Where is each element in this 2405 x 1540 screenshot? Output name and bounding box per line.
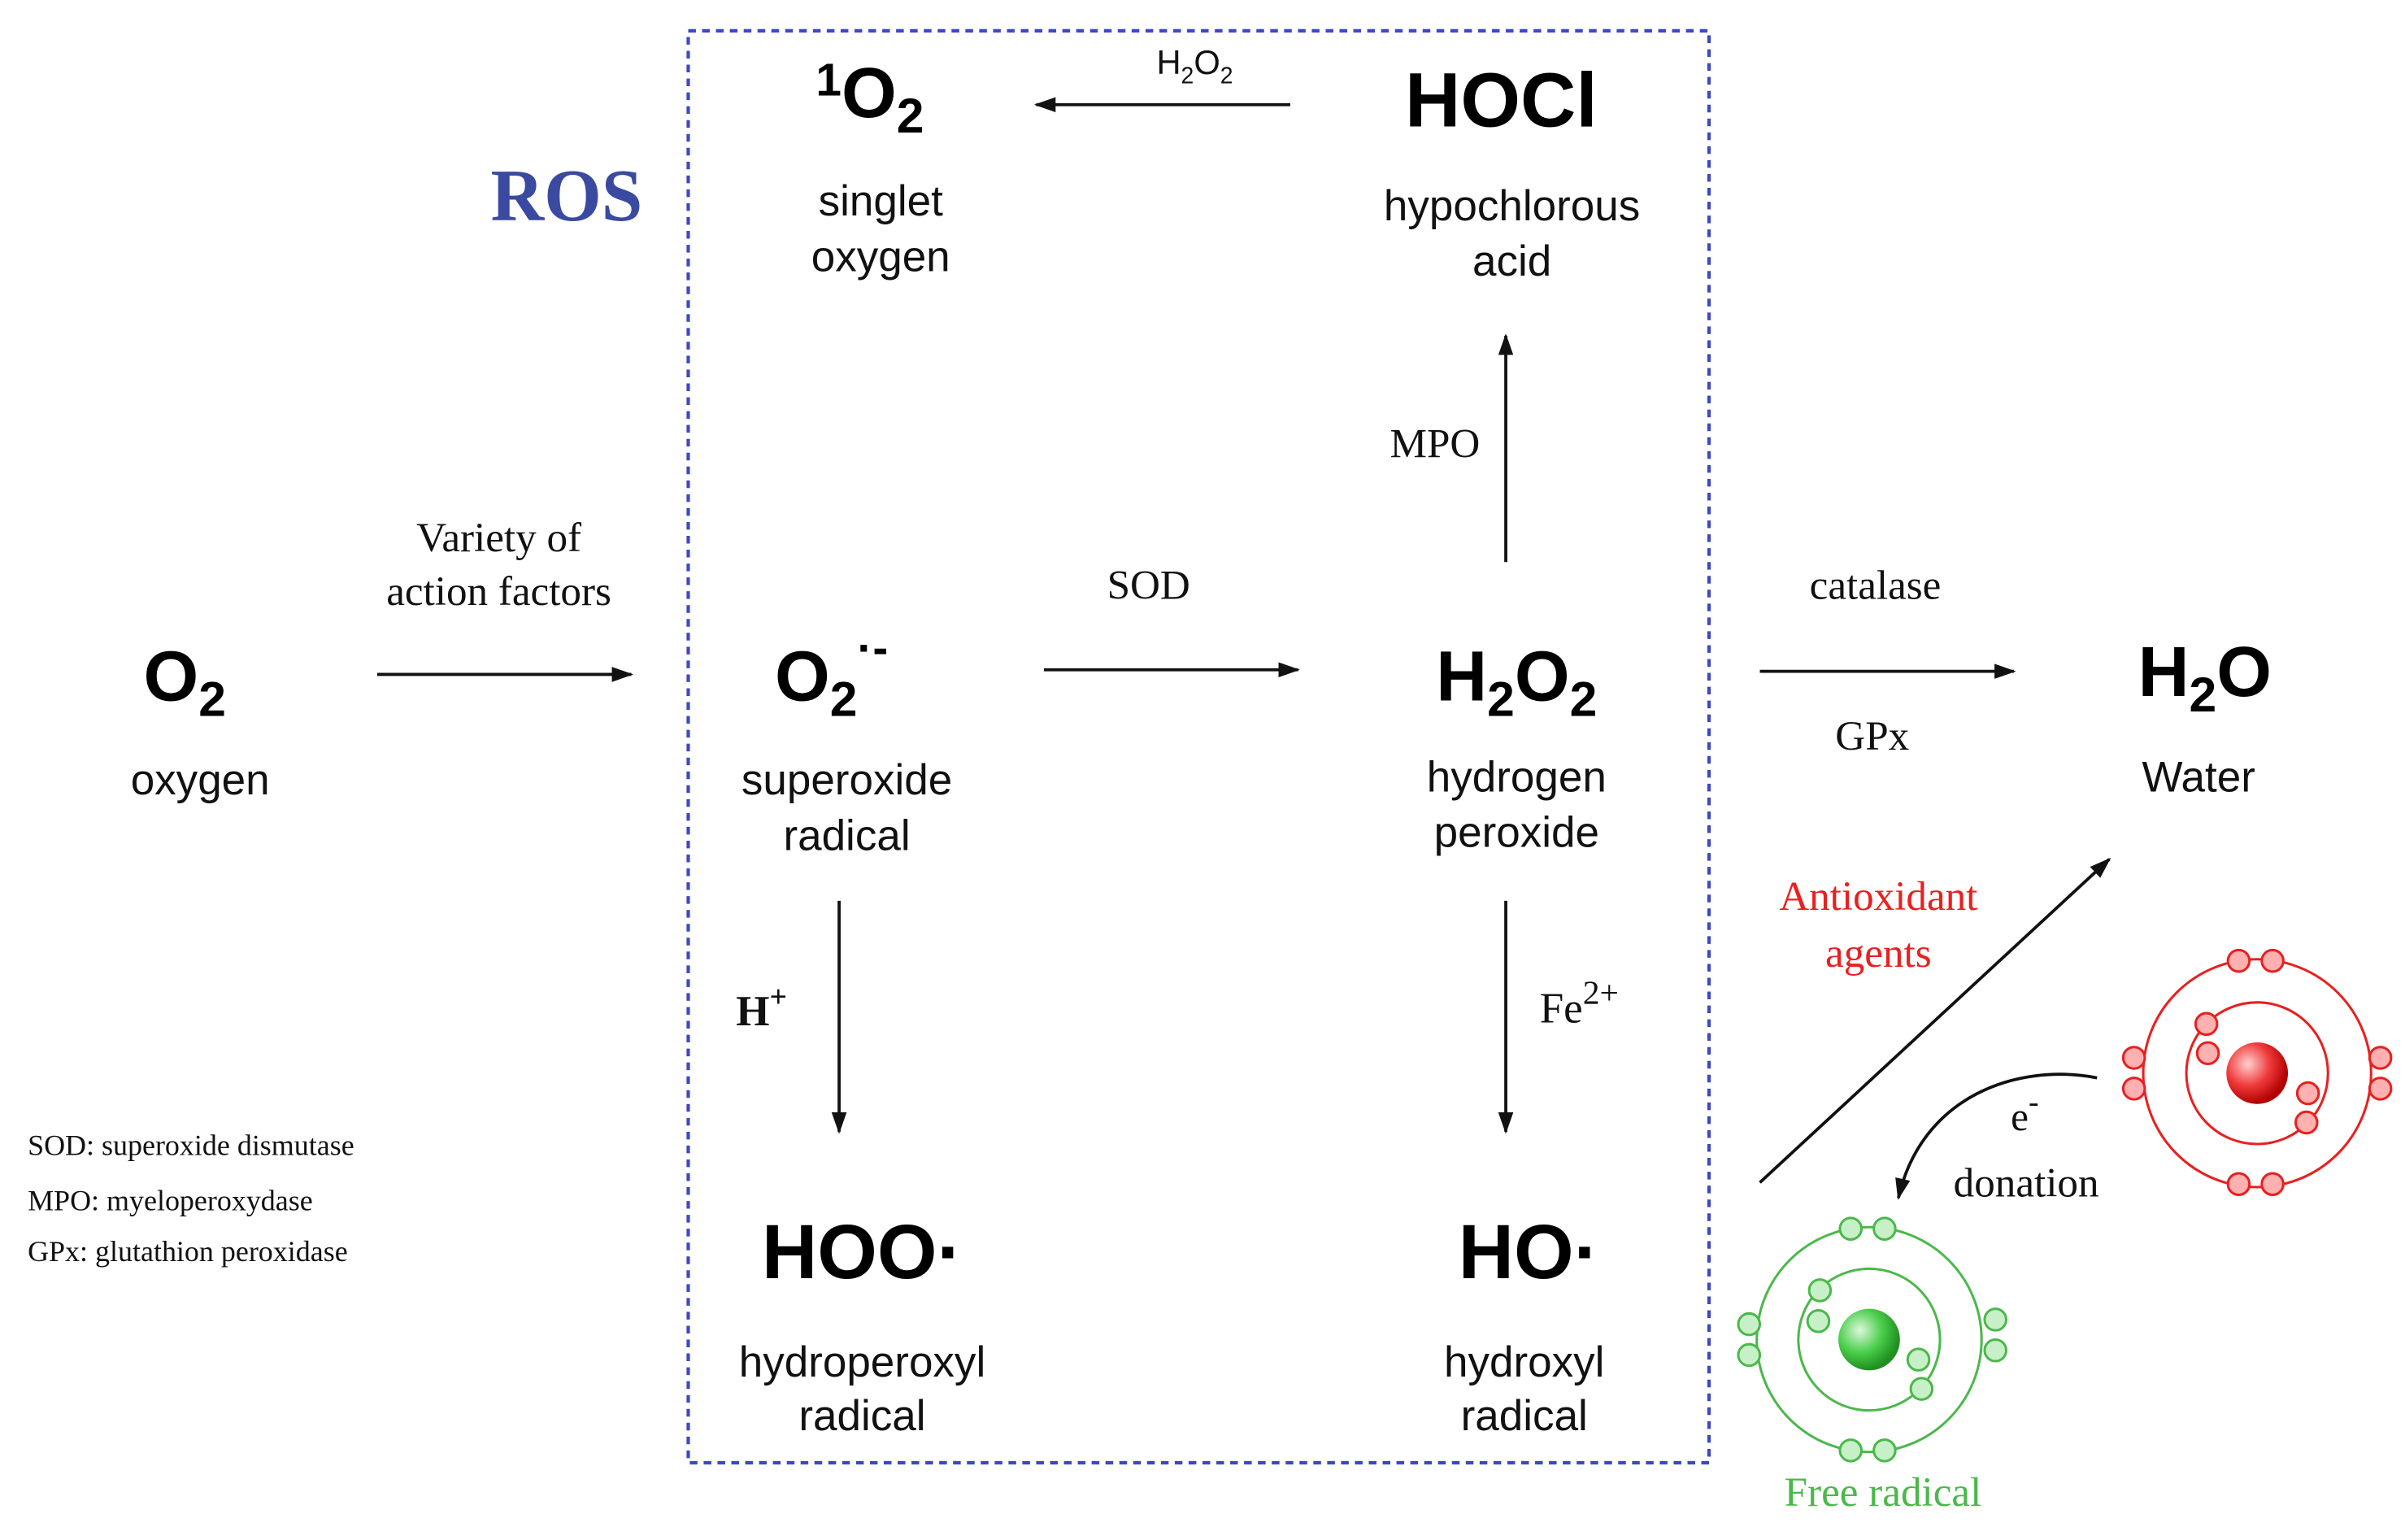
singlet-name-2: oxygen — [811, 233, 950, 281]
superoxide-name-1: superoxide — [742, 756, 952, 804]
superoxide-sub: 2 — [830, 672, 858, 727]
superoxide-formula: O2·- — [775, 623, 888, 726]
water-o: O — [2216, 633, 2272, 711]
h2o2-arrow-label: H2O2 — [1156, 43, 1233, 89]
h-plus-label: H+ — [736, 980, 787, 1035]
species-water: H2O Water — [2138, 633, 2272, 801]
singlet-sub: 2 — [897, 88, 924, 143]
gpx-label: GPx — [1835, 713, 1909, 759]
free-radical-label: Free radical — [1785, 1469, 1982, 1516]
species-singlet-oxygen: 1O2 singlet oxygen — [811, 54, 950, 281]
oxygen-base: O — [144, 637, 199, 716]
species-hydrogen-peroxide: H2O2 hydrogen peroxide — [1427, 637, 1607, 857]
species-hypochlorous-acid: HOCl hypochlorous acid — [1384, 57, 1640, 285]
species-oxygen: O2 oxygen — [131, 637, 270, 805]
singlet-name-1: singlet — [819, 177, 944, 225]
singlet-formula: 1O2 — [815, 54, 924, 143]
hocl-formula: HOCl — [1405, 57, 1598, 143]
water-formula: H2O — [2138, 633, 2272, 722]
mpo-label: MPO — [1390, 420, 1481, 467]
ho-name-1: hydroxyl — [1444, 1338, 1604, 1386]
superoxide-base: O — [775, 637, 830, 716]
ho-name-2: radical — [1461, 1392, 1588, 1440]
electron-label: e- — [2011, 1085, 2038, 1139]
antioxidant-label-1: Antioxidant — [1779, 873, 1977, 920]
antioxidant-atom-icon — [2121, 948, 2393, 1197]
water-sub: 2 — [2190, 667, 2217, 722]
h2o2-sub-2: 2 — [1570, 672, 1598, 727]
oxygen-formula: O2 — [144, 637, 226, 727]
hoo-name-1: hydroperoxyl — [739, 1338, 986, 1386]
ros-box — [686, 28, 1711, 1465]
h2o2-name-2: peroxide — [1434, 809, 1599, 857]
oxygen-sub: 2 — [198, 672, 226, 727]
water-h: H — [2138, 633, 2190, 711]
h2o2-name-1: hydrogen — [1427, 753, 1607, 801]
ros-label: ROS — [490, 154, 642, 237]
abbreviation-legend: SOD: superoxide dismutase MPO: myelopero… — [28, 1129, 354, 1268]
free-radical-atom-icon — [1737, 1216, 2008, 1463]
species-hydroxyl: HO· hydroxyl radical — [1444, 1209, 1604, 1440]
species-hydroperoxyl: HOO· hydroperoxyl radical — [739, 1209, 986, 1440]
variety-label-1: Variety of — [416, 515, 582, 561]
superoxide-name-2: radical — [783, 811, 910, 859]
catalase-label: catalase — [1810, 563, 1942, 609]
arrow-electron-donation — [1895, 1072, 2098, 1200]
sod-label: SOD — [1107, 563, 1190, 609]
species-superoxide: O2·- superoxide radical — [742, 623, 952, 859]
hocl-name-2: acid — [1472, 237, 1551, 285]
fe-label: Fe2+ — [1540, 975, 1619, 1033]
h2o2-sub-1: 2 — [1487, 672, 1515, 727]
h2o2-formula: H2O2 — [1436, 637, 1597, 727]
antioxidant-label-2: agents — [1825, 930, 1932, 977]
legend-mpo: MPO: myeloperoxydase — [28, 1184, 313, 1216]
water-name: Water — [2142, 753, 2255, 801]
legend-sod: SOD: superoxide dismutase — [28, 1129, 354, 1161]
legend-gpx: GPx: glutathion peroxidase — [28, 1235, 348, 1268]
hocl-name-1: hypochlorous — [1384, 182, 1640, 230]
h2o2-h: H — [1436, 637, 1487, 716]
variety-label-2: action factors — [386, 568, 611, 615]
hoo-formula: HOO· — [762, 1209, 963, 1295]
singlet-pre-sup: 1 — [815, 54, 842, 106]
superoxide-sup: ·- — [857, 623, 888, 674]
ho-formula: HO· — [1459, 1209, 1600, 1295]
oxygen-name: oxygen — [131, 756, 270, 804]
singlet-base: O — [842, 54, 897, 133]
h2o2-o: O — [1515, 637, 1570, 716]
donation-label: donation — [1954, 1159, 2099, 1206]
hoo-name-2: radical — [798, 1392, 925, 1440]
arrow-antioxidant-to-water — [1759, 857, 2111, 1184]
